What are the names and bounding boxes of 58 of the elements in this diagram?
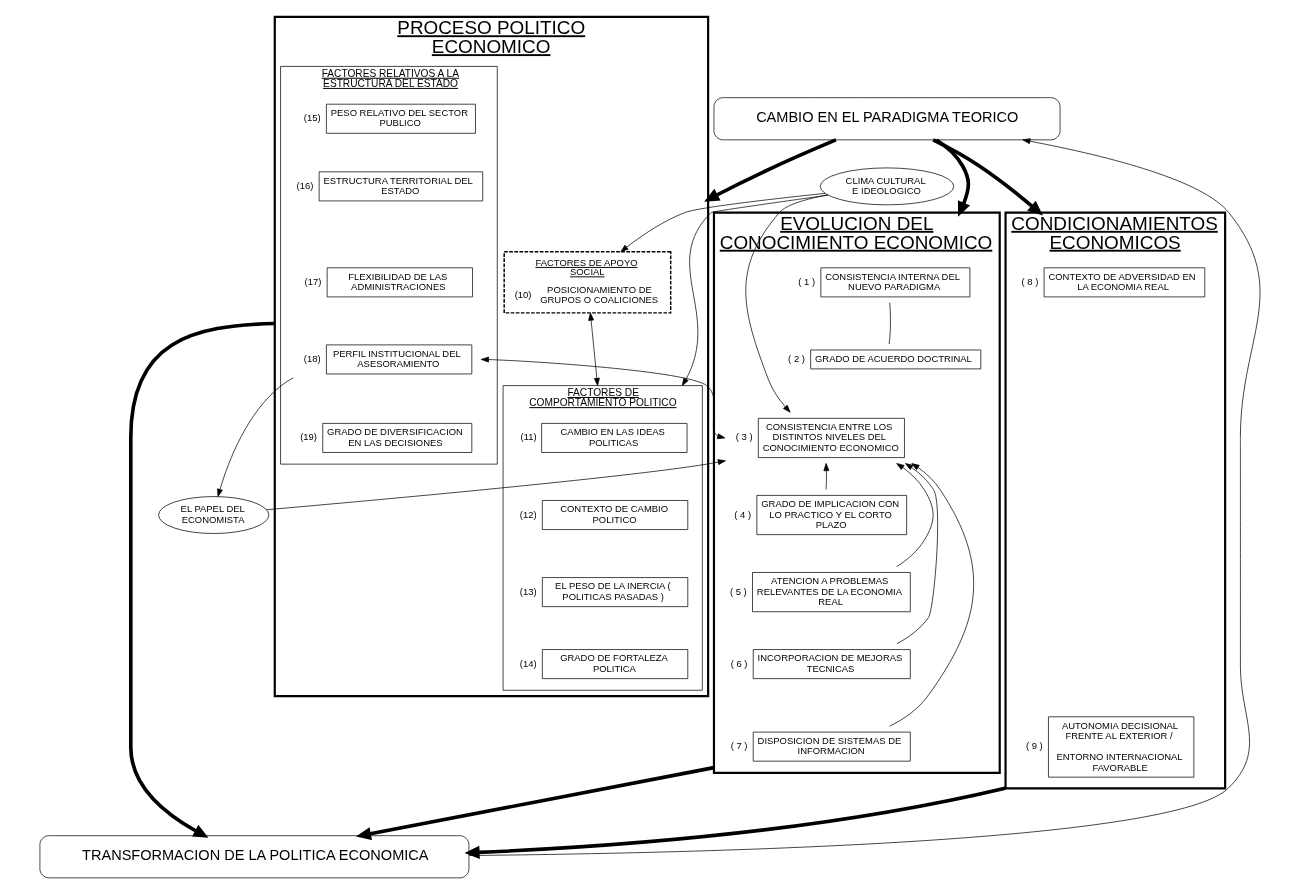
node-box: PERFIL INSTITUCIONAL DEL ASESORAMIENTO xyxy=(326,344,473,375)
node-box: DISPOSICION DE SISTEMAS DE INFORMACION xyxy=(752,731,911,762)
node-box: GRADO DE ACUERDO DOCTRINAL xyxy=(810,349,982,370)
node-box: CONSISTENCIA ENTRE LOS DISTINTOS NIVELES DEL CONOCIMIENTO ECONOMICO xyxy=(757,417,905,458)
node-label: ( 9 ) xyxy=(1025,740,1043,752)
node-box: GRADO DE FORTALEZA POLITICA xyxy=(542,649,689,679)
node-label: (13) xyxy=(519,585,537,597)
arrow xyxy=(896,463,938,644)
node-box: GRADO DE IMPLICACION CON LO PRACTICO Y EL CORTO PLAZO xyxy=(756,495,907,536)
node-box: CONSISTENCIA INTERNA DEL NUEVO PARADIGMA xyxy=(820,267,971,298)
arrow xyxy=(620,193,826,253)
node-box: AUTONOMIA DECISIONAL FRENTE AL EXTERIOR / ENTORNO INTERNACIONAL FAVORABLE xyxy=(1048,716,1195,778)
node-box: ESTRUCTURA TERRITORIAL DEL ESTADO xyxy=(318,171,484,202)
node-box: EL PESO DE LA INERCIA ( POLITICAS PASADAS ) xyxy=(542,577,689,607)
node-label: (18) xyxy=(303,352,321,364)
arrow xyxy=(823,463,830,490)
node-box: GRADO DE DIVERSIFICACION EN LAS DECISIONES xyxy=(322,423,473,453)
node-label: (19) xyxy=(300,431,318,443)
arrow xyxy=(932,138,1043,216)
node-box: TRANSFORMACION DE LA POLITICA ECONOMICA xyxy=(39,835,470,879)
node-label: ( 4 ) xyxy=(734,508,752,520)
node-box: ATENCION A PROBLEMAS RELEVANTES DE LA ECONOMIA REAL xyxy=(752,572,911,613)
arrow xyxy=(681,194,829,386)
arrow xyxy=(889,463,974,727)
arrow xyxy=(217,377,294,497)
arrow xyxy=(480,356,726,440)
node-box: PESO RELATIVO DEL SECTOR PUBLICO xyxy=(326,103,476,134)
node-label: ( 7 ) xyxy=(730,740,748,752)
node-ellipse: EL PAPEL DEL ECONOMISTA xyxy=(158,496,270,534)
node-label: ( 6 ) xyxy=(730,657,748,669)
node-label: ( 8 ) xyxy=(1021,275,1039,287)
node-label: (16) xyxy=(296,179,314,191)
node-ellipse: CLIMA CULTURAL E IDEOLOGICO xyxy=(819,167,955,206)
node-box: CONTEXTO DE CAMBIO POLITICO xyxy=(542,500,689,530)
node-label: ( 1 ) xyxy=(798,275,816,287)
node-label: ( 5 ) xyxy=(729,585,747,597)
node-label: ( 2 ) xyxy=(788,352,805,364)
arrow xyxy=(468,138,1261,856)
node-label: (12) xyxy=(519,508,537,520)
node-label: ( 3 ) xyxy=(735,431,753,443)
node-label: (15) xyxy=(303,112,321,124)
arrow xyxy=(896,463,934,567)
node-box: CAMBIO EN LAS IDEAS POLITICAS xyxy=(541,423,688,453)
arrow xyxy=(704,138,837,202)
node-label: (17) xyxy=(304,275,322,287)
node-label: (14) xyxy=(519,657,537,669)
arrow xyxy=(935,138,971,217)
node-box: CAMBIO EN EL PARADIGMA TEORICO xyxy=(713,97,1061,141)
arrow xyxy=(355,765,715,841)
arrow xyxy=(129,321,275,838)
arrow xyxy=(745,194,828,413)
arrow xyxy=(464,786,1006,859)
connector xyxy=(888,302,891,345)
node-box: INCORPORACION DE MEJORAS TECNICAS xyxy=(752,649,911,679)
node-box: FLEXIBILIDAD DE LAS ADMINISTRACIONES xyxy=(326,267,473,298)
node-box: CONTEXTO DE ADVERSIDAD EN LA ECONOMIA REAL xyxy=(1043,267,1206,298)
arrow xyxy=(588,312,600,386)
node-label: (11) xyxy=(520,431,537,443)
